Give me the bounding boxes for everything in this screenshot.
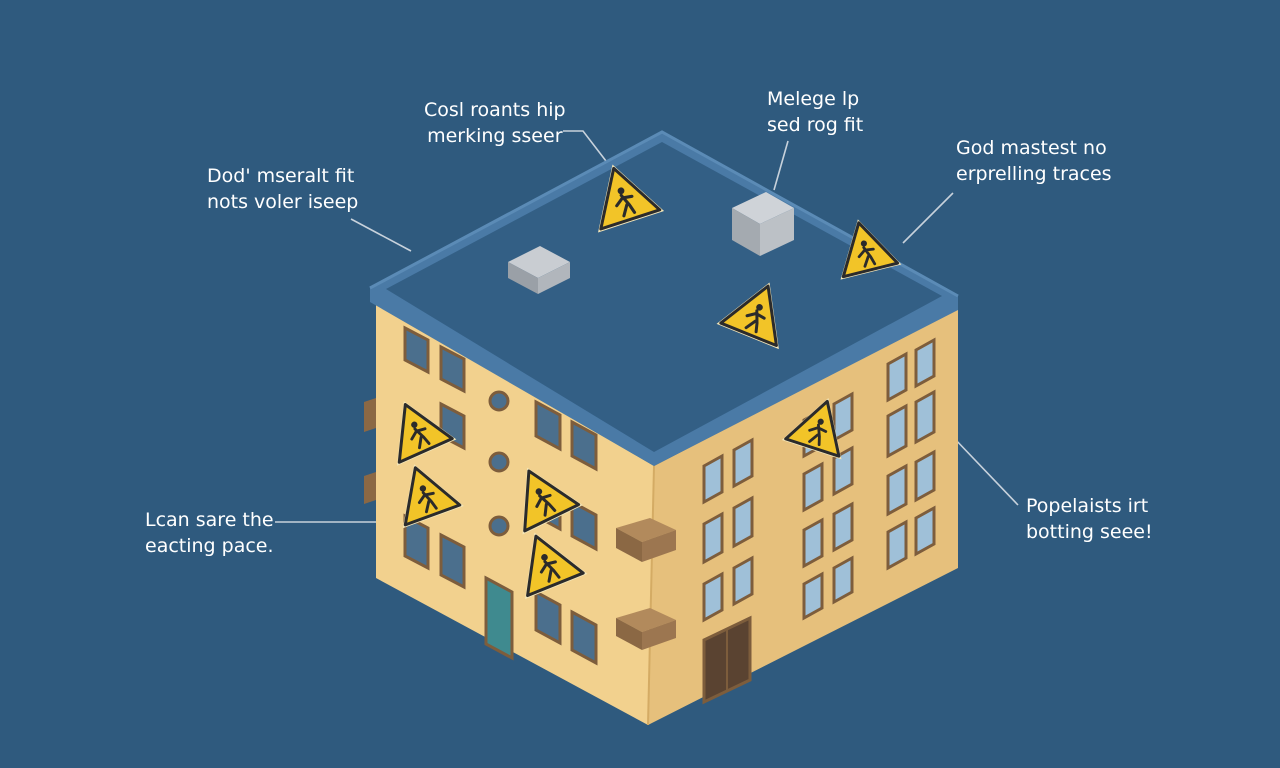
callout-top-right-line-2: erprelling traces: [956, 163, 1112, 185]
warning-triangle-icon: [525, 532, 588, 600]
leader-line-top-left: [563, 130, 607, 162]
callout-low-right: Popelaists irt botting seee!: [1026, 493, 1153, 545]
leader-line-low-right: [952, 436, 1019, 506]
balconies: [364, 398, 676, 650]
apartment-building: [364, 130, 959, 726]
left-wall-windows: [403, 325, 598, 666]
warning-triangle-icon: [522, 467, 583, 535]
warning-triangle-icon: [716, 282, 779, 350]
callout-low-right-line-1: Popelaists irt: [1026, 495, 1149, 517]
side-door: [484, 575, 514, 661]
callout-top-center-line-2: sed rog fit: [767, 114, 864, 136]
rooftop-unit-right: [732, 192, 794, 256]
callout-low-right-line-2: botting seee!: [1026, 521, 1153, 543]
leader-line-mid-left: [350, 218, 412, 252]
callout-top-left-line-1: Cosl roants hip: [424, 99, 566, 121]
callout-mid-left-line-2: nots voler iseep: [207, 191, 359, 213]
callout-top-left-line-2: merking sseer: [427, 125, 563, 147]
rooftop-unit-left: [508, 246, 570, 294]
callout-top-center-line-1: Melege lp: [767, 88, 860, 110]
building-corner-edge: [647, 465, 655, 726]
building-right-wall: [648, 308, 958, 725]
warning-signs: [397, 164, 902, 600]
warning-triangle-icon: [840, 219, 902, 280]
callout-top-center: Melege lp sed rog fit: [767, 86, 863, 138]
callout-top-right-line-1: God mastest no: [956, 137, 1107, 159]
main-entrance-door: [702, 615, 752, 705]
callout-low-left-line-1: Lcan sare the: [145, 509, 274, 531]
leader-line-top-center: [773, 140, 789, 191]
warning-triangle-icon: [598, 164, 665, 233]
callout-low-left: Lcan sare the eacting pace.: [145, 507, 274, 559]
callout-mid-left: Dod' mseralt fit nots voler iseep: [207, 163, 358, 215]
roof-surface: [386, 142, 942, 452]
warning-triangle-icon: [397, 401, 457, 466]
warning-triangle-icon: [781, 397, 842, 460]
warning-triangle-icon: [402, 464, 464, 529]
porthole-windows: [488, 390, 510, 537]
callout-mid-left-line-1: Dod' mseralt fit: [207, 165, 355, 187]
leader-line-top-right: [902, 192, 954, 244]
callout-top-right: God mastest no erprelling traces: [956, 135, 1112, 187]
callout-top-left: Cosl roants hip merking sseer: [424, 97, 566, 149]
leader-lines: [275, 130, 1019, 523]
callout-low-left-line-2: eacting pace.: [145, 535, 274, 557]
